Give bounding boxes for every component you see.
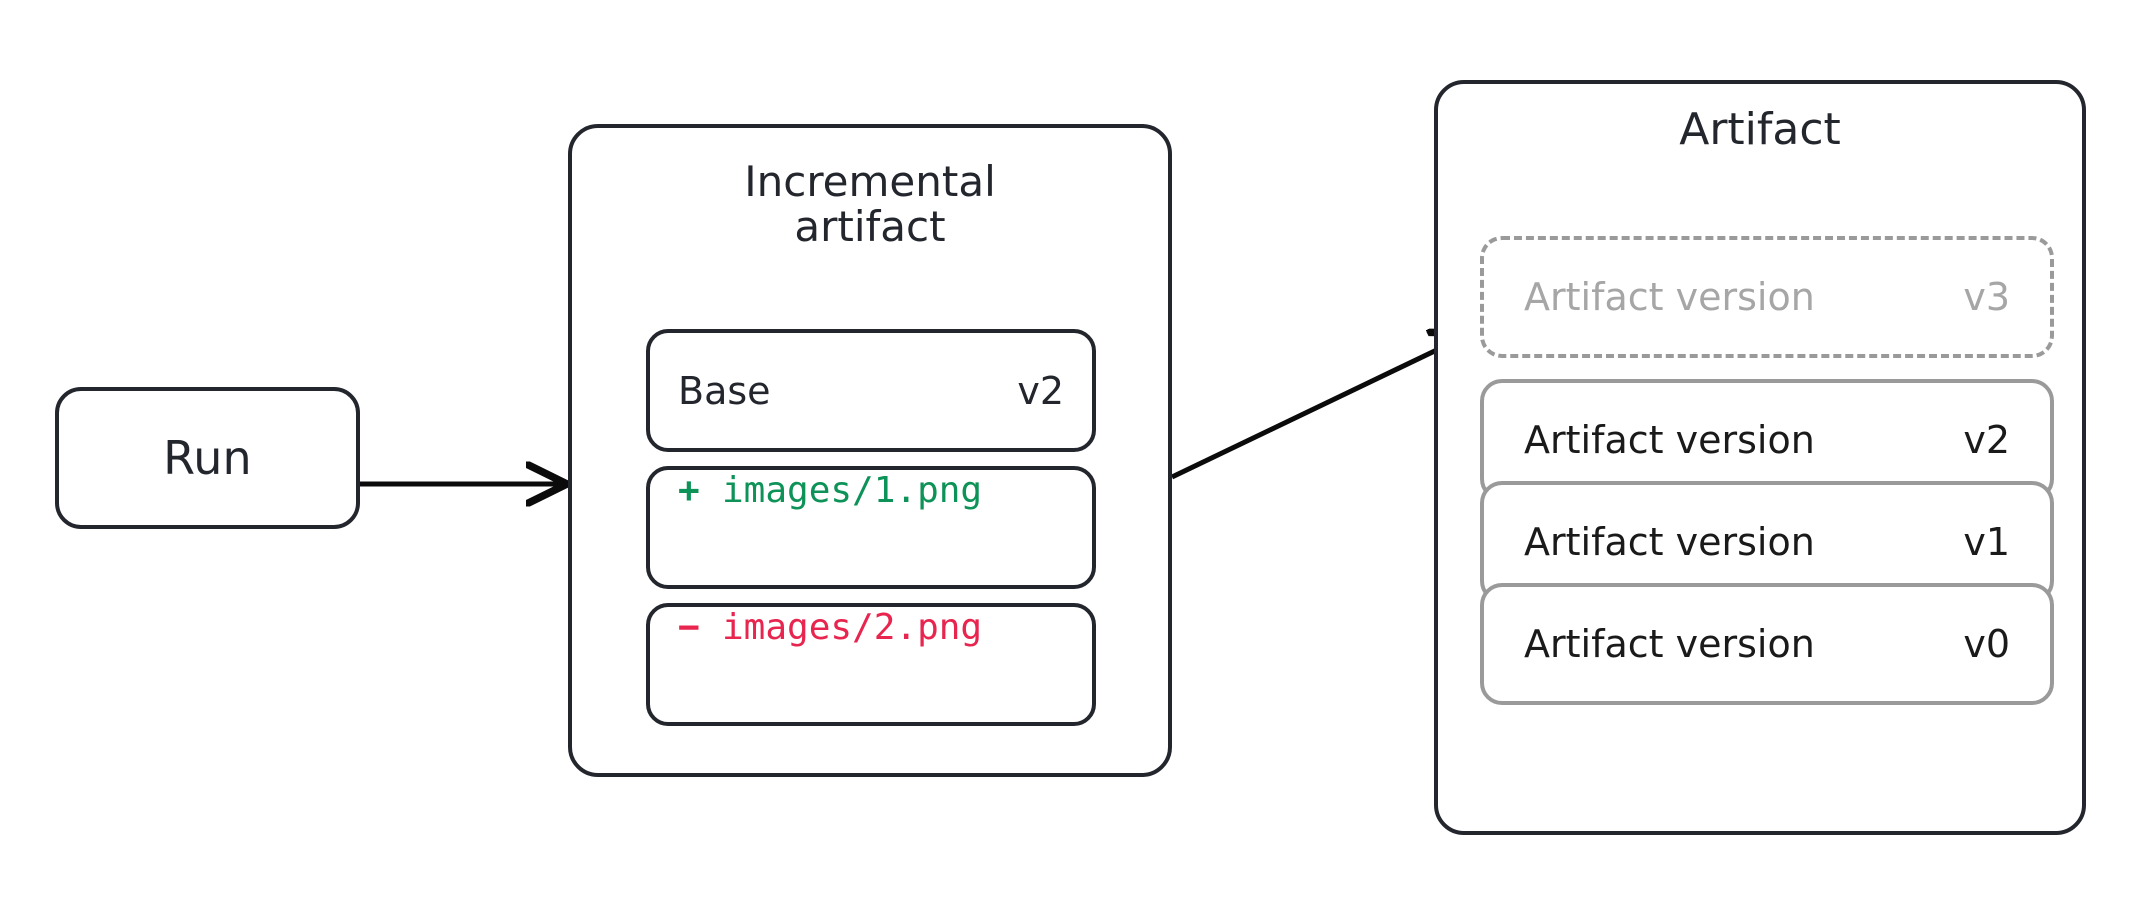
artifact-version-value-v0: v0 [1963, 622, 2010, 666]
artifact-version-label-v0: Artifact version [1524, 622, 1815, 666]
artifact-version-row-v1[interactable]: Artifact version v1 [1480, 481, 2054, 603]
artifact-title: Artifact [1679, 104, 1841, 155]
incremental-artifact-panel[interactable]: Incremental artifact Base v2 + images/1.… [568, 124, 1172, 777]
incremental-row-base-label: Base [678, 368, 771, 413]
incremental-row-removed-file[interactable]: − images/2.png [646, 603, 1096, 726]
incremental-artifact-title-line1: Incremental [744, 157, 996, 206]
incremental-row-removed-path: images/2.png [722, 607, 983, 648]
artifact-version-value-v3: v3 [1963, 275, 2010, 319]
incremental-row-added-file[interactable]: + images/1.png [646, 466, 1096, 589]
artifact-panel[interactable]: Artifact Artifact version v3 Artifact ve… [1434, 80, 2086, 835]
incremental-row-base[interactable]: Base v2 [646, 329, 1096, 452]
artifact-version-label-v2: Artifact version [1524, 418, 1815, 462]
artifact-version-label-v1: Artifact version [1524, 520, 1815, 564]
minus-icon: − [678, 607, 700, 648]
plus-icon: + [678, 470, 700, 511]
artifact-version-value-v1: v1 [1963, 520, 2010, 564]
incremental-row-added-path: images/1.png [722, 470, 983, 511]
incremental-row-base-version: v2 [1017, 368, 1064, 413]
incremental-artifact-title: Incremental artifact [572, 157, 1168, 251]
run-label: Run [163, 431, 252, 485]
artifact-version-row-v3[interactable]: Artifact version v3 [1480, 236, 2054, 358]
edge-incremental-to-artifact [1170, 335, 1468, 480]
incremental-artifact-title-line2: artifact [794, 201, 946, 251]
artifact-version-label-v3: Artifact version [1524, 275, 1815, 319]
run-node[interactable]: Run [55, 387, 360, 529]
artifact-version-value-v2: v2 [1963, 418, 2010, 462]
artifact-version-row-v0[interactable]: Artifact version v0 [1480, 583, 2054, 705]
artifact-version-row-v2[interactable]: Artifact version v2 [1480, 379, 2054, 501]
